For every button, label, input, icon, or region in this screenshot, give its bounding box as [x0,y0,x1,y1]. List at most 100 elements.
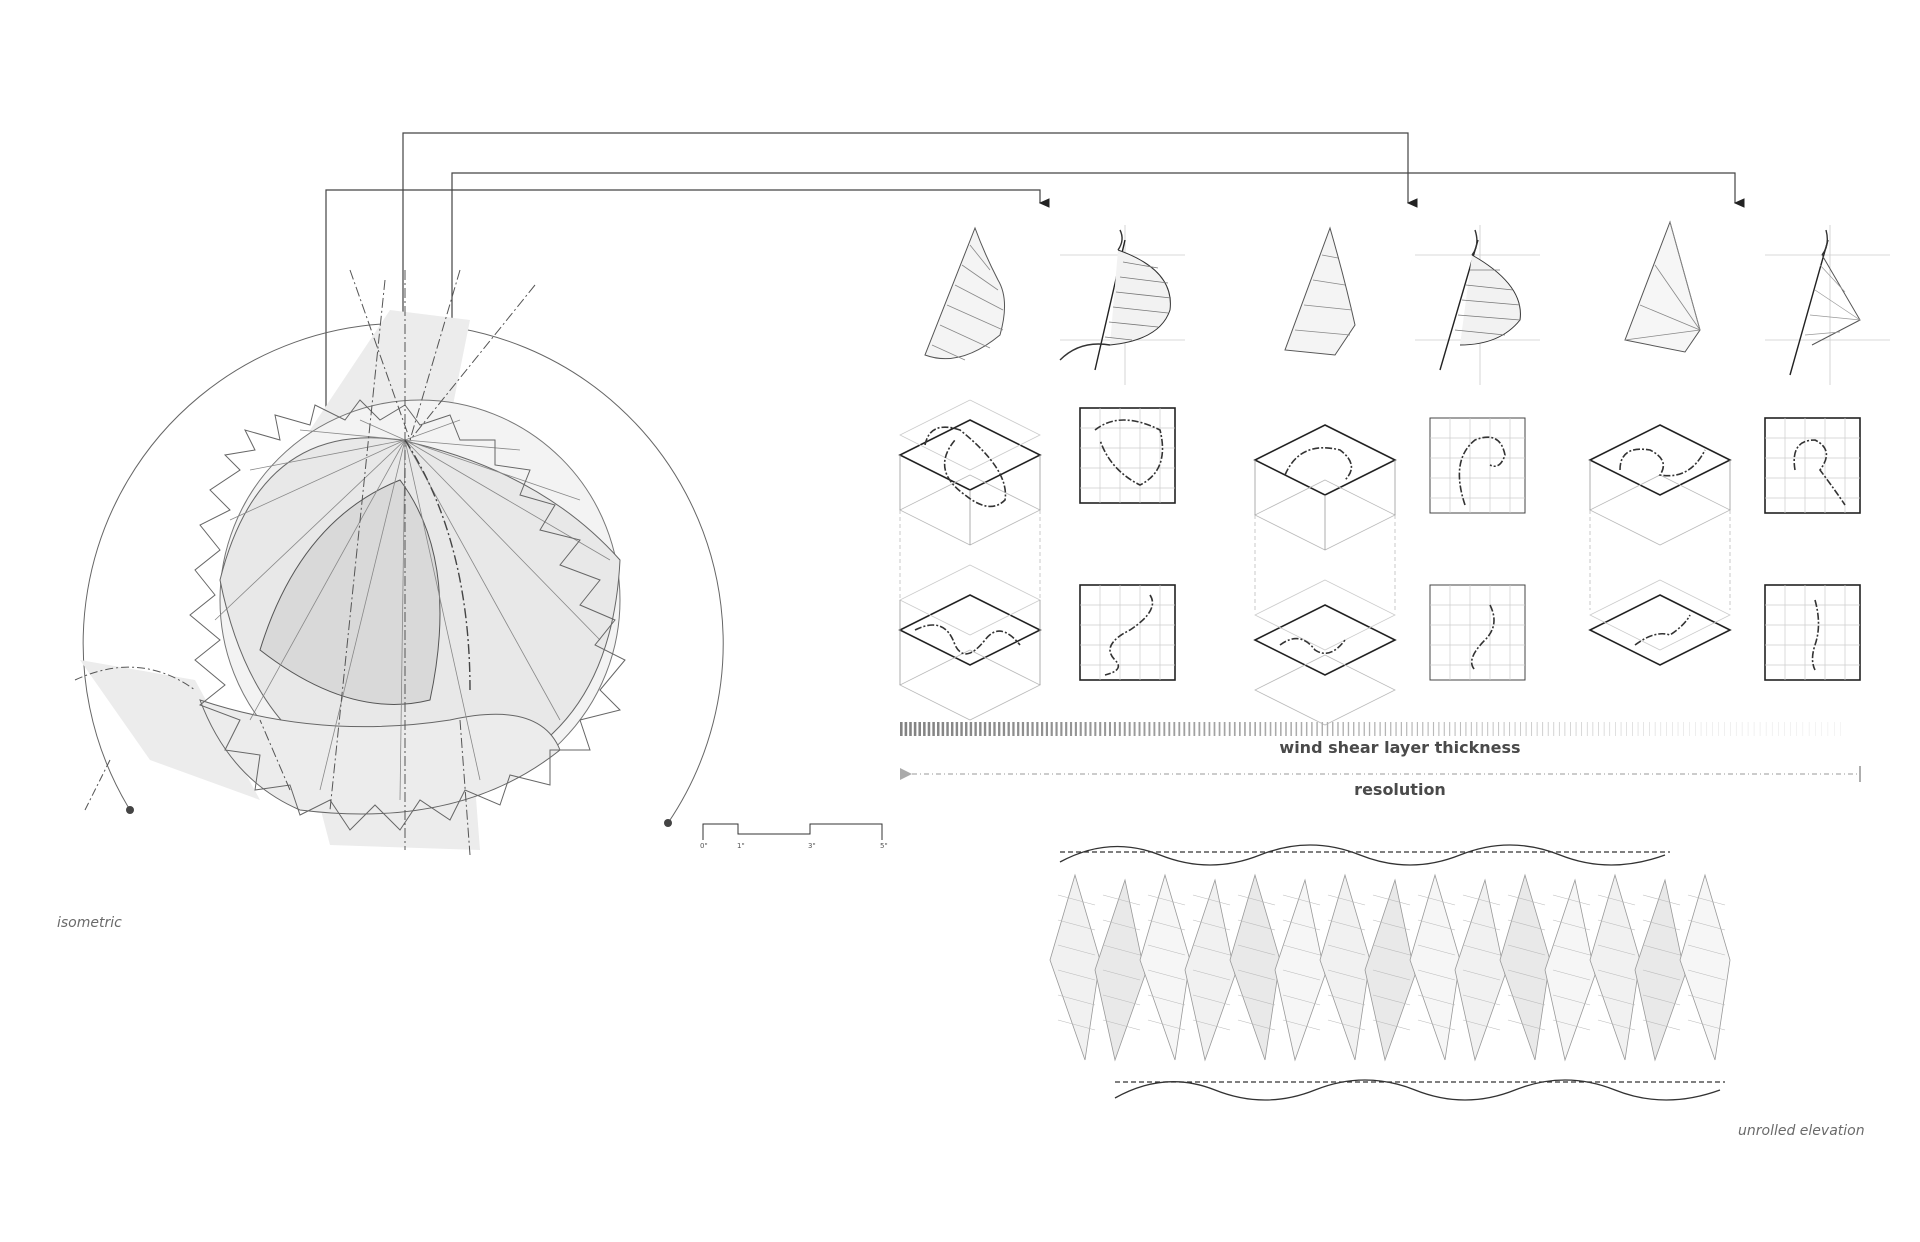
thickness-tick [1143,722,1146,736]
thickness-tick [1113,722,1116,736]
elevation-hatch [1102,894,1141,906]
thickness-tick [1575,722,1577,736]
elevation-hatch [1327,944,1366,956]
elevation-hatch [1147,969,1186,981]
thickness-tick [1188,722,1191,736]
thickness-tick [1148,722,1151,736]
thickness-tick [1358,722,1360,736]
elevation-hatch [1642,1019,1681,1031]
elevation-hatch [1642,894,1681,906]
thickness-tick [1400,722,1402,736]
plan-square-2b [1429,584,1526,681]
elevation-hatch [1687,969,1726,981]
thickness-tick [1249,722,1251,736]
thickness-tick [965,722,968,736]
thickness-tick [1259,722,1262,736]
elevation-fold [1589,873,1641,1061]
thickness-tick [1163,722,1166,736]
profile-wedge-2 [1284,226,1356,356]
thickness-tick [1520,722,1522,736]
iso-cube-3a [1588,424,1732,546]
elevation-hatch [1687,944,1726,956]
elevation-hatch [1642,994,1681,1006]
thickness-tick [1454,722,1456,736]
thickness-tick [1609,722,1611,736]
plan-square-1a [1079,407,1176,504]
thickness-tick [927,722,931,736]
thickness-tick [1138,722,1141,736]
elevation-hatch [1192,1019,1231,1031]
thickness-tick [1233,722,1236,736]
thickness-tick [974,722,977,736]
thickness-tick [923,722,926,736]
elevation-fold [1454,878,1506,1062]
elevation-hatch [1327,1019,1366,1031]
profile-graph-2 [1415,225,1540,385]
thickness-tick [1449,722,1451,736]
elevation-hatch [1102,969,1141,981]
thickness-tick [1158,722,1161,736]
thickness-tick [1459,722,1462,736]
thickness-tick [1615,722,1616,736]
elevation-hatch [1507,1019,1546,1031]
thickness-tick [1465,722,1467,736]
elevation-hatch [1552,1019,1591,1031]
sphere-spikes [189,399,626,831]
isometric-drawing: 0" 1" 3" 5" [74,269,888,856]
thickness-tick [1305,722,1308,736]
trajectory-row-a [898,399,1861,551]
thickness-tick [1487,722,1489,736]
sphere-hatching [214,419,611,801]
iso-cube-3b [1588,579,1732,666]
thickness-tick [1498,722,1500,736]
scale-tick: 0" [700,842,708,850]
elevation-fold [1679,873,1731,1061]
scale-bar: 0" 1" 3" 5" [700,823,888,850]
elevation-hatch [1237,1019,1276,1031]
thickness-tick [1368,722,1371,736]
elevation-hatch [1192,944,1231,956]
thickness-tick [1438,722,1440,736]
thickness-tick [1379,722,1381,736]
thickness-tick [1208,722,1211,736]
thickness-tick [1514,722,1516,736]
elevation-hatch [1282,969,1321,981]
elevation-hatch [1462,994,1501,1006]
thickness-tick [1178,722,1181,736]
elevation-hatch [1282,894,1321,906]
elevation-hatch [1102,994,1141,1006]
thickness-tick [1503,722,1505,736]
elevation-fold [1229,873,1281,1061]
thickness-tick [1347,722,1350,736]
thickness-tick [1620,722,1622,736]
thickness-tick [1183,722,1186,736]
thickness-tick [1406,722,1408,736]
plan-square-2a [1429,417,1526,514]
thickness-tick [1553,722,1555,736]
thickness-tick [909,722,912,736]
elevation-hatch [1192,994,1231,1006]
thickness-tick [1153,722,1156,736]
thickness-tick [1089,722,1092,736]
elevation-hatch [1552,919,1591,931]
profile-graph-1 [1059,225,1185,385]
elevation-hatch [1147,1019,1186,1031]
axis-dashdot [74,666,196,811]
thickness-tick [1168,722,1171,736]
thickness-tick [1547,722,1549,736]
elevation-hatch [1462,919,1501,931]
thickness-tick [1525,722,1527,736]
elevation-hatch [1192,919,1231,931]
thickness-tick [1050,722,1053,736]
thickness-tick [1123,722,1126,736]
thickness-tick [1411,722,1413,736]
thickness-tick [1118,722,1121,736]
elevation-hatch [1417,969,1456,981]
leader-line-3 [451,172,1745,430]
thickness-tick [1079,722,1082,736]
thickness-tick [936,722,940,736]
elevation-hatch [1417,894,1456,906]
iso-cube-1b [898,564,1042,721]
elevation-folds [1049,873,1731,1062]
